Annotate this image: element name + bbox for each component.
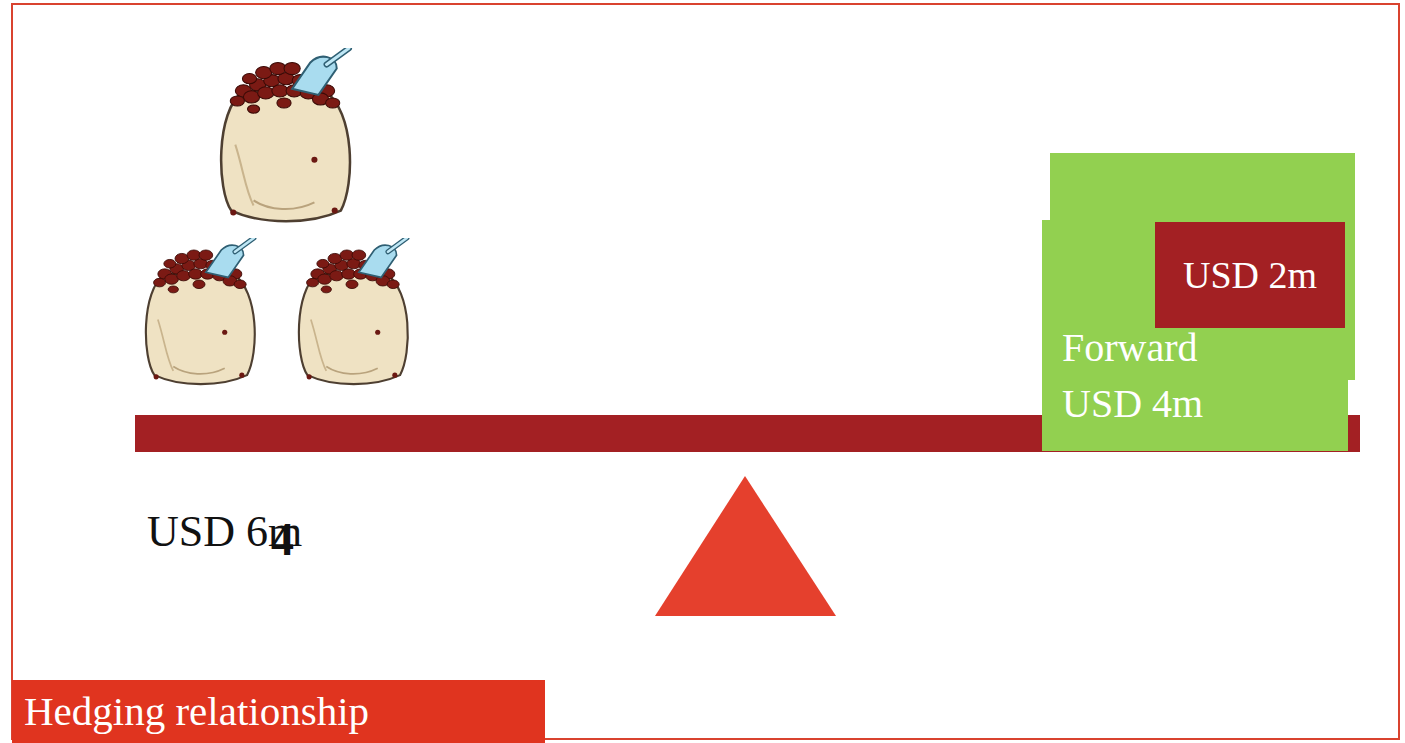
box-text: USD 2m [1155,252,1345,298]
amount-label: 4 [271,513,294,566]
title-band: Hedging relationship [12,680,545,743]
box-text: Hedging relationship [24,686,539,736]
value-box: Forward USD 4m USD 2m [1042,220,1348,451]
coffee-sack [146,238,255,384]
coffee-sack [221,48,350,221]
coffee-sack [299,238,408,384]
value-box: USD 2m [1155,222,1345,328]
fulcrum-triangle [655,476,836,616]
box-text: Forward USD 4m [1062,320,1262,432]
frame-border [12,4,1399,739]
